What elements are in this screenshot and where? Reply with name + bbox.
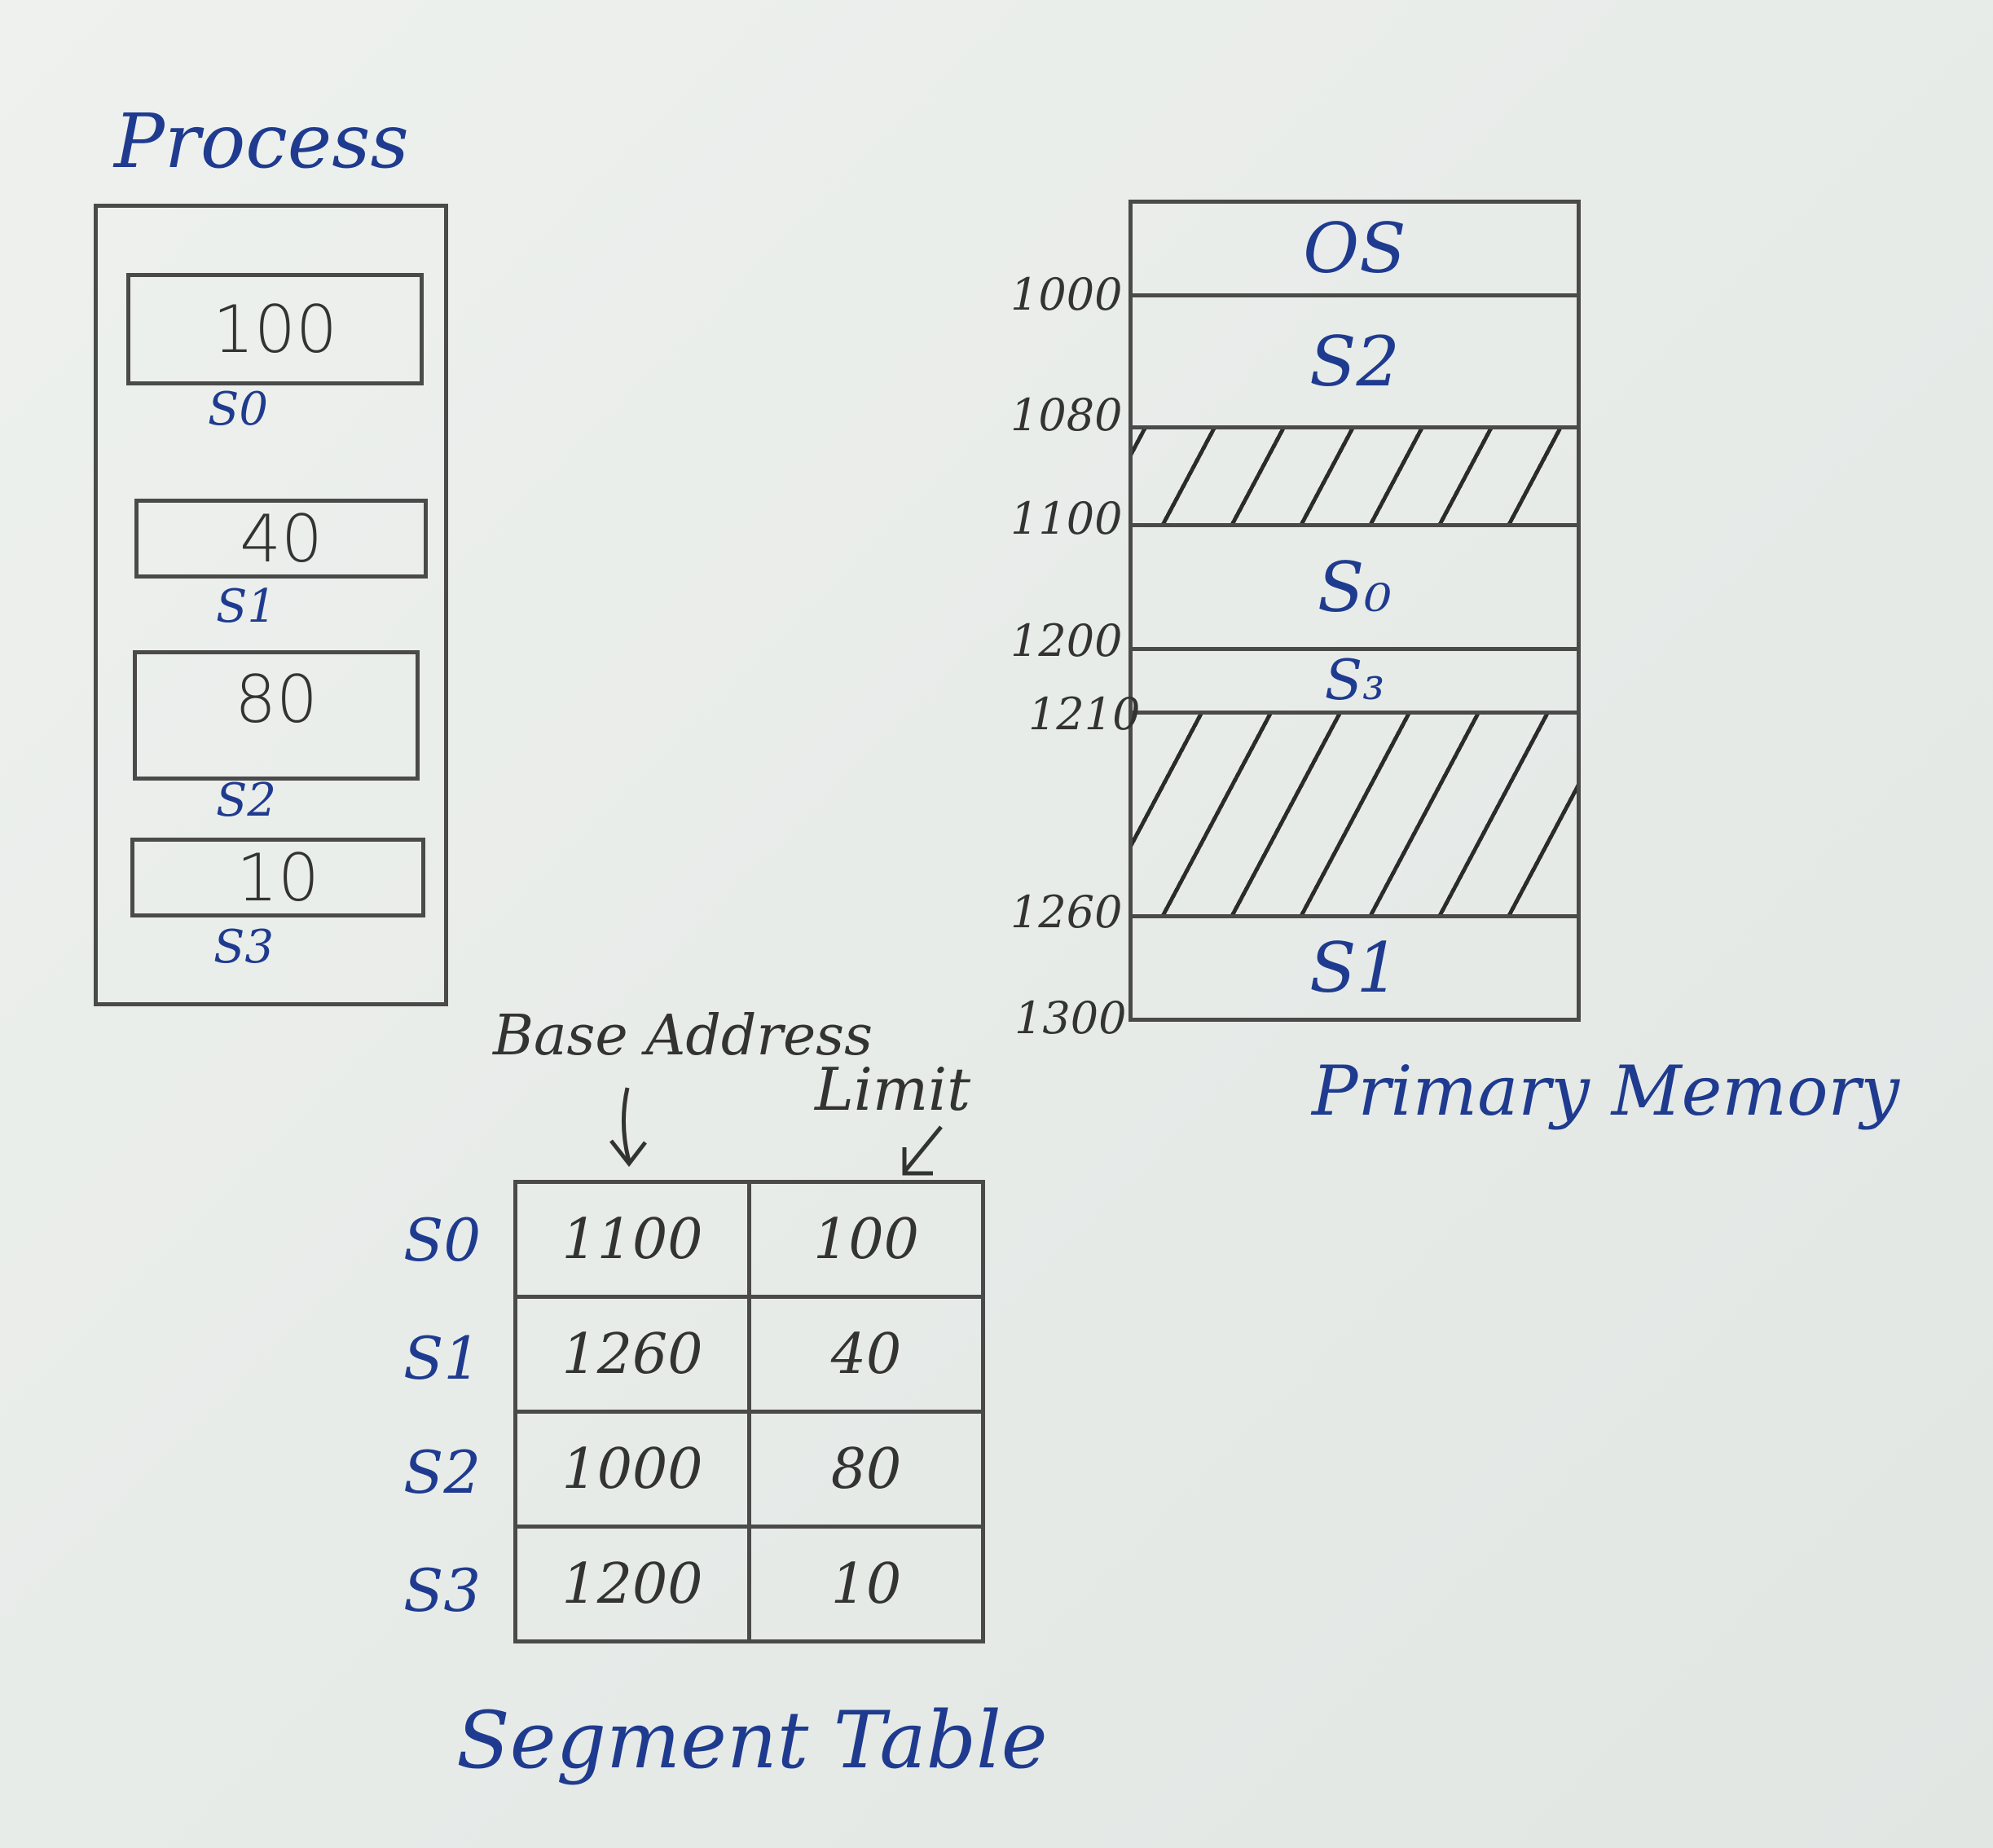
- segment-label: S0: [208, 383, 268, 436]
- process-segment-s2: 80: [133, 650, 420, 781]
- base-cell: 1100: [513, 1180, 751, 1299]
- base-address-header: Base Address: [493, 1004, 873, 1068]
- process-title: Process: [114, 98, 409, 185]
- memory-hole-1: [1128, 425, 1581, 523]
- address-label: 1100: [1010, 493, 1123, 544]
- limit-arrow-icon: [902, 1125, 943, 1176]
- process-segment-s3: 10: [130, 838, 425, 917]
- segment-size: 40: [240, 500, 323, 577]
- table-row-label: S1: [403, 1324, 482, 1393]
- limit-header: Limit: [815, 1055, 971, 1124]
- table-row: 1000 80: [513, 1410, 985, 1529]
- memory-region-s0: S₀: [1128, 523, 1581, 647]
- region-label: S₃: [1324, 649, 1385, 713]
- segment-label: S1: [216, 580, 276, 633]
- process-container: [94, 204, 448, 1006]
- segment-table: 1100 100 1260 40 1000 80 1200 10: [513, 1180, 985, 1643]
- segment-size: 100: [213, 291, 337, 367]
- address-label: 1080: [1010, 389, 1123, 441]
- region-label: S₀: [1317, 547, 1392, 627]
- region-label: S1: [1309, 928, 1400, 1008]
- memory-region-os: OS: [1128, 200, 1581, 293]
- memory-region-s2: S2: [1128, 293, 1581, 425]
- segment-table-title: Segment Table: [456, 1695, 1048, 1786]
- limit-cell: 100: [747, 1180, 985, 1299]
- address-label: 1200: [1010, 615, 1123, 667]
- process-segment-s0: 100: [126, 273, 424, 385]
- process-segment-s1: 40: [134, 499, 428, 579]
- table-row-label: S0: [403, 1206, 482, 1274]
- region-label: OS: [1303, 209, 1406, 288]
- address-label: 1260: [1010, 887, 1123, 938]
- memory-hole-2: [1128, 711, 1581, 914]
- table-row: 1260 40: [513, 1295, 985, 1414]
- segment-size: 10: [236, 839, 319, 916]
- base-cell: 1260: [513, 1295, 751, 1414]
- segment-label: S2: [216, 774, 276, 827]
- table-row-label: S2: [403, 1438, 482, 1507]
- segment-size: 80: [235, 661, 318, 737]
- base-cell: 1000: [513, 1410, 751, 1529]
- region-label: S2: [1309, 321, 1400, 402]
- address-label: 1210: [1028, 689, 1141, 740]
- limit-cell: 10: [747, 1525, 985, 1643]
- base-cell: 1200: [513, 1525, 751, 1643]
- table-row: 1100 100: [513, 1180, 985, 1299]
- table-row-label: S3: [403, 1556, 482, 1625]
- memory-title: Primary Memory: [1312, 1051, 1900, 1131]
- limit-cell: 80: [747, 1410, 985, 1529]
- address-label: 1300: [1014, 992, 1127, 1044]
- table-row: 1200 10: [513, 1525, 985, 1643]
- address-label: 1000: [1010, 269, 1123, 320]
- limit-cell: 40: [747, 1295, 985, 1414]
- segment-label: S3: [213, 921, 274, 974]
- memory-region-s3: S₃: [1128, 647, 1581, 713]
- base-arrow-icon: [609, 1087, 647, 1168]
- memory-region-s1: S1: [1128, 914, 1581, 1022]
